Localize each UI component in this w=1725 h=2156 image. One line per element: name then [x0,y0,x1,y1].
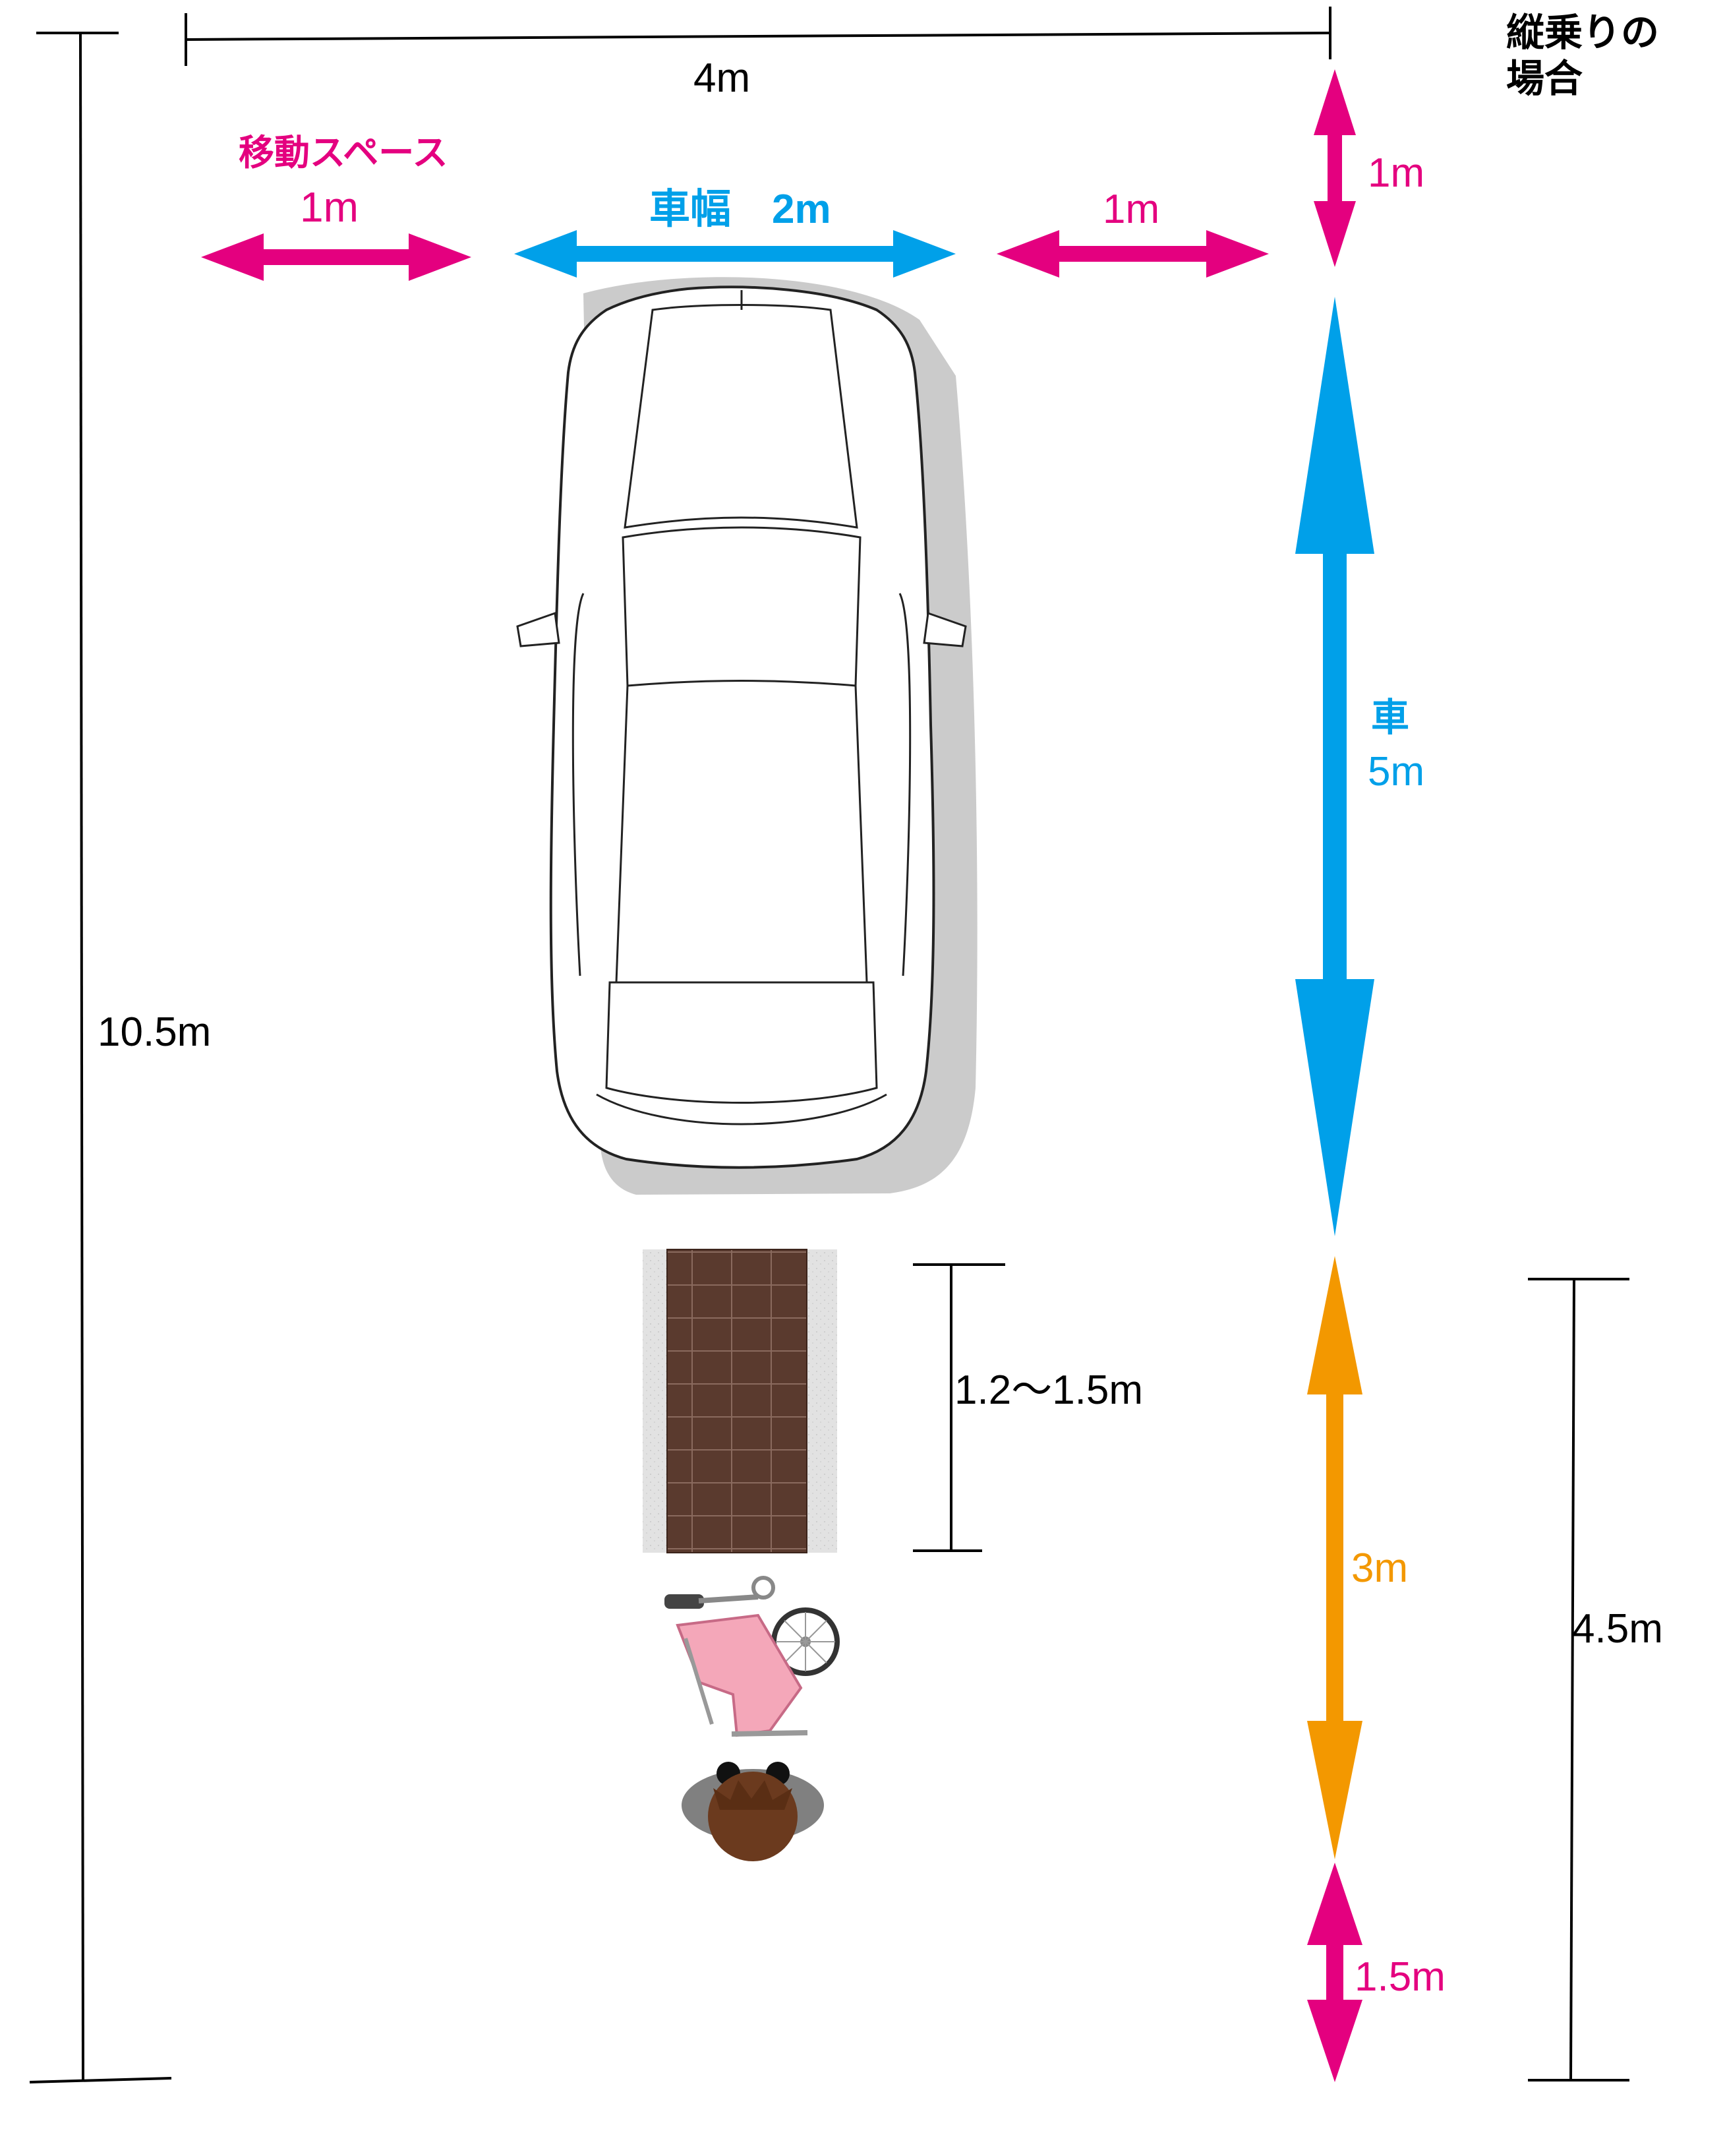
person-top-view-icon [682,1762,824,1861]
arrow-move-space-left [201,233,471,281]
arrow-car-length-shape [1295,297,1374,1236]
folded-wheelchair-icon [664,1576,840,1737]
arrow-rear-shape [1307,1863,1362,2082]
arrow-wheelchair-zone [1307,1256,1362,1859]
dimension-width-4m [185,7,1331,66]
arrow-move-right-shape [997,230,1269,278]
label-car-length-title: 車 [1371,696,1410,739]
label-move-space-title: 移動スペース [239,133,448,173]
label-ramp-length: 1.2～1.5m [954,1367,1144,1413]
arrow-front-space [1314,69,1356,267]
label-total-width: 4m [693,55,751,101]
label-rear-space: 1.5m [1355,1954,1446,2000]
dimension-ramp [913,1263,1005,1552]
dimension-rear-4-5m [1528,1278,1629,2081]
label-wheelchair-zone: 3m [1351,1545,1409,1591]
label-move-space-right: 1m [1103,187,1160,232]
car-top-view-icon [516,277,978,1195]
title-line-2: 場合 [1506,57,1583,100]
label-total-length: 10.5m [98,1009,212,1055]
arrow-car-width [514,230,956,278]
arrow-car-width-shape [514,230,956,278]
arrow-rear-space [1307,1863,1362,2082]
dimension-length-10-5m [29,32,172,2083]
label-move-space-left: 1m [300,183,359,231]
arrow-move-space-right [997,230,1269,278]
arrow-move-left-shape [201,233,471,281]
label-front-space: 1m [1368,150,1425,196]
label-rear-total: 4.5m [1572,1606,1663,1652]
label-car-width: 車幅 2m [649,187,831,232]
diagram-title: 縦乗りの 場合 [1506,10,1659,102]
brick-ramp-icon [643,1249,837,1553]
title-line-1: 縦乗りの [1506,11,1660,54]
arrow-front-shape [1314,69,1356,267]
arrow-car-length [1295,297,1374,1236]
arrow-wheelchair-shape [1307,1256,1362,1859]
label-car-length: 5m [1368,749,1425,794]
